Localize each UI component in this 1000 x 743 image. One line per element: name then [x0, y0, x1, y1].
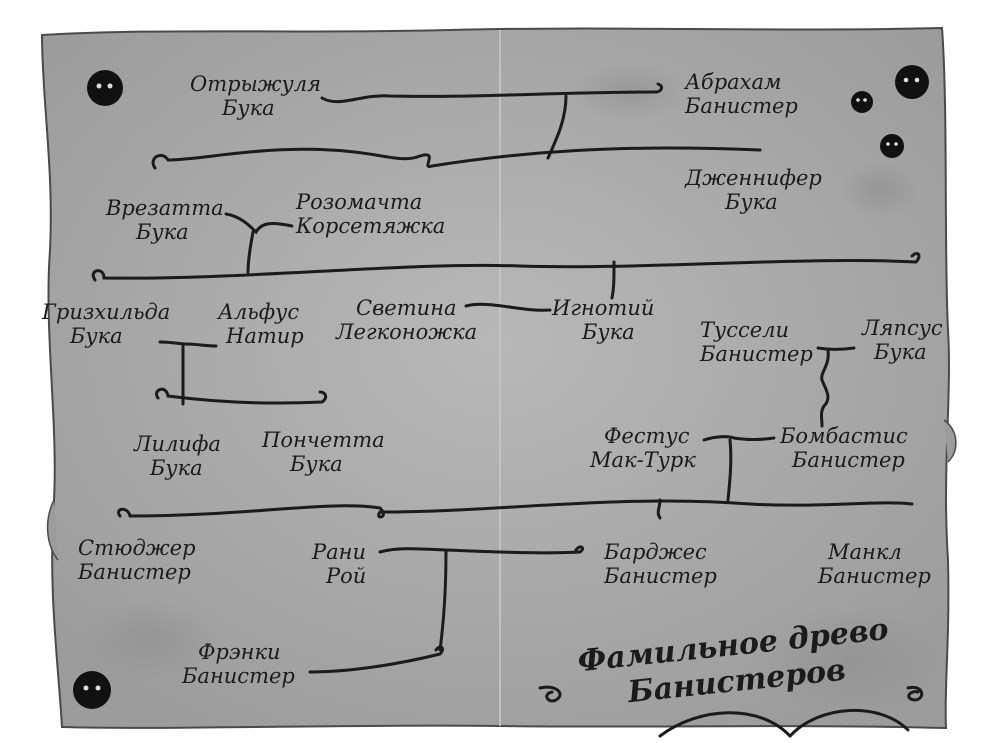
person-tusseli: Туссели Банистер — [700, 318, 813, 366]
last-name: Банистер — [78, 560, 191, 584]
last-name: Бука — [150, 456, 203, 480]
person-lilifa: Лилифа Бука — [134, 432, 221, 480]
first-name: Туссели — [700, 318, 790, 342]
person-rani: Рани Рой — [312, 540, 366, 588]
first-name: Гризхильда — [42, 300, 171, 324]
tree-connectors — [91, 82, 924, 738]
last-name: Легконожка — [336, 320, 478, 344]
last-name: Бука — [725, 190, 778, 214]
person-abraham: Абрахам Банистер — [685, 70, 798, 118]
person-lyapsus: Ляпсус Бука — [862, 316, 943, 364]
first-name: Абрахам — [685, 70, 782, 94]
parchment — [40, 26, 950, 730]
person-bombastis: Бомбастис Банистер — [780, 424, 908, 472]
first-name: Отрыжуля — [190, 72, 322, 96]
person-grizhilda: Гризхильда Бука — [42, 300, 170, 348]
soot-sprite-icon — [880, 134, 904, 158]
first-name: Розомачта — [296, 190, 423, 214]
torn-edge-left — [46, 499, 59, 561]
first-name: Ляпсус — [862, 316, 943, 340]
stain — [755, 605, 945, 715]
last-name: Банистер — [604, 564, 717, 588]
last-name: Банистер — [182, 664, 295, 688]
first-name: Фрэнки — [198, 640, 281, 664]
last-name: Бука — [290, 452, 343, 476]
first-name: Стюджер — [78, 536, 196, 560]
first-name: Рани — [312, 540, 367, 564]
first-name: Манкл — [828, 540, 902, 564]
person-studzher: Стюджер Банистер — [78, 536, 196, 584]
person-mankl: Манкл Банистер — [818, 540, 931, 588]
person-jennifer: Дженнифер Бука — [685, 166, 822, 214]
person-svetina: Светина Легконожка — [336, 296, 477, 344]
first-name: Фестус — [604, 424, 690, 448]
last-name: Бука — [136, 220, 189, 244]
stain — [840, 160, 920, 220]
person-vrezatta: Врезатта Бука — [106, 196, 224, 244]
person-bardzhes: Барджес Банистер — [604, 540, 717, 588]
torn-edge-right — [943, 419, 957, 463]
last-name: Мак-Турк — [590, 448, 696, 472]
person-alfus: Альфус Натир — [218, 300, 304, 348]
person-frenki: Фрэнки Банистер — [182, 640, 295, 688]
first-name: Светина — [356, 296, 457, 320]
last-name: Бука — [874, 340, 927, 364]
person-ignotiy: Игнотий Бука — [552, 296, 654, 344]
stain — [80, 600, 220, 680]
last-name: Бука — [222, 96, 275, 120]
last-name: Натир — [226, 324, 304, 348]
last-name: Бука — [70, 324, 123, 348]
soot-sprite-icon — [73, 671, 111, 709]
first-name: Дженнифер — [685, 166, 822, 190]
person-ponchetta: Пончетта Бука — [262, 428, 385, 476]
first-name: Игнотий — [552, 296, 655, 320]
person-rozomachta: Розомачта Корсетяжка — [296, 190, 445, 238]
first-name: Пончетта — [262, 428, 385, 452]
first-name: Бомбастис — [780, 424, 908, 448]
person-festus: Фестус Мак-Турк — [590, 424, 696, 472]
first-name: Врезатта — [106, 196, 224, 220]
last-name: Банистер — [818, 564, 931, 588]
first-name: Лилифа — [134, 432, 221, 456]
soot-sprite-icon — [87, 70, 123, 106]
soot-sprite-icon — [851, 91, 873, 113]
last-name: Корсетяжка — [296, 214, 446, 238]
soot-sprite-icon — [895, 65, 929, 99]
last-name: Банистер — [685, 94, 798, 118]
last-name: Банистер — [700, 342, 813, 366]
last-name: Бука — [582, 320, 635, 344]
first-name: Барджес — [604, 540, 707, 564]
last-name: Рой — [326, 564, 367, 588]
person-otryzhulya: Отрыжуля Бука — [190, 72, 321, 120]
last-name: Банистер — [792, 448, 905, 472]
first-name: Альфус — [218, 300, 300, 324]
